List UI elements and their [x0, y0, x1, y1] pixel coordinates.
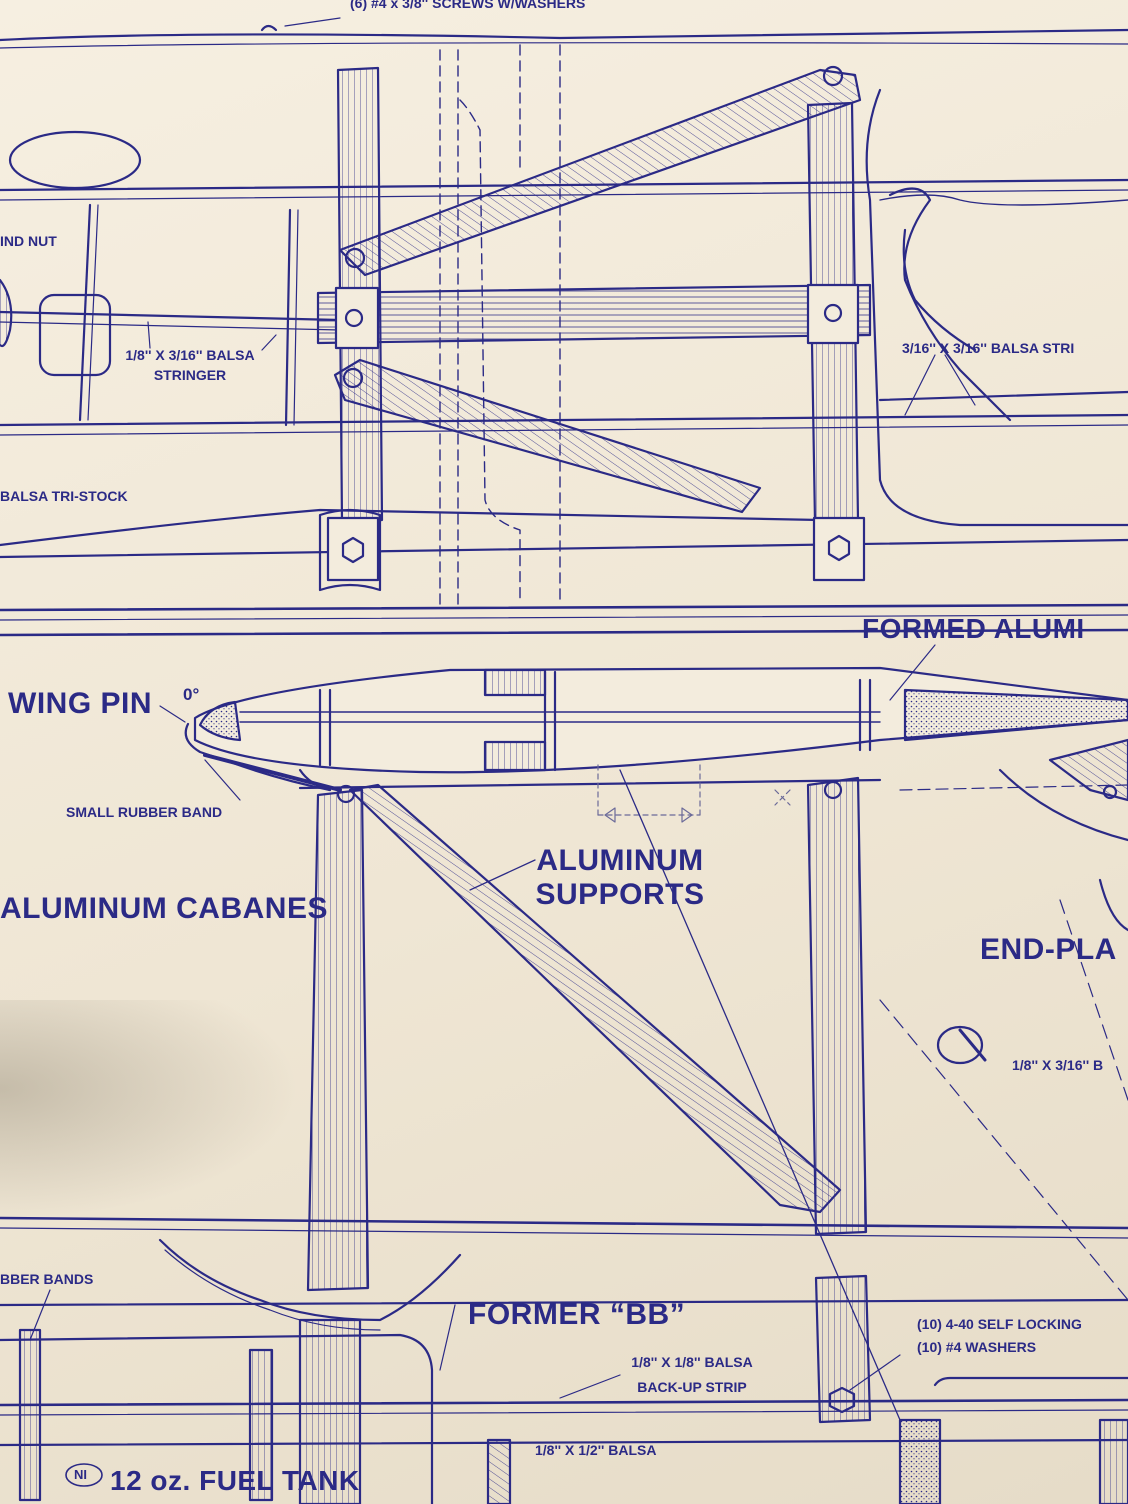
- label-backup-line1: 1/8'' X 1/8'' BALSA: [631, 1354, 753, 1370]
- top-view: [0, 17, 1128, 637]
- label-rubber-bands: BBER BANDS: [0, 1271, 94, 1287]
- label-small-rubber-band: SMALL RUBBER BAND: [66, 804, 223, 820]
- label-stringer-line1: 1/8'' X 3/16'' BALSA: [125, 347, 255, 363]
- label-ni-tag: NI: [74, 1467, 87, 1482]
- label-aluminum-cabanes: ALUMINUM CABANES: [0, 892, 328, 925]
- label-aluminum-supports-line1: ALUMINUM: [536, 844, 704, 877]
- label-former-bb: FORMER “BB”: [468, 1298, 686, 1331]
- label-locking-line2: (10) #4 WASHERS: [917, 1339, 1037, 1355]
- label-wing-pin: WING PIN: [8, 687, 152, 720]
- side-view: [159, 644, 1128, 1421]
- label-formed-aluminum: FORMED ALUMI: [862, 613, 1085, 644]
- label-balsa-half: 1/8'' X 1/2'' BALSA: [535, 1442, 657, 1458]
- label-aluminum-supports-line2: SUPPORTS: [535, 878, 705, 911]
- label-stringer-right: 3/16'' X 3/16'' BALSA STRI: [902, 340, 1075, 356]
- label-stringer-line2: STRINGER: [153, 367, 227, 383]
- label-tri-stock: BALSA TRI-STOCK: [0, 488, 128, 504]
- label-balsa-right: 1/8'' X 3/16'' B: [1012, 1057, 1104, 1073]
- label-backup-line2: BACK-UP STRIP: [637, 1379, 747, 1395]
- label-end-plate: END-PLA: [980, 933, 1117, 966]
- label-screws: (6) #4 x 3/8'' SCREWS W/WASHERS: [350, 0, 586, 11]
- lower-fuselage: [0, 1216, 1128, 1504]
- label-zero-degree: 0°: [183, 685, 200, 704]
- label-locking-line1: (10) 4-40 SELF LOCKING: [917, 1316, 1082, 1332]
- label-fuel-tank: 12 oz. FUEL TANK: [110, 1465, 360, 1496]
- label-blind-nut: IND NUT: [0, 233, 57, 249]
